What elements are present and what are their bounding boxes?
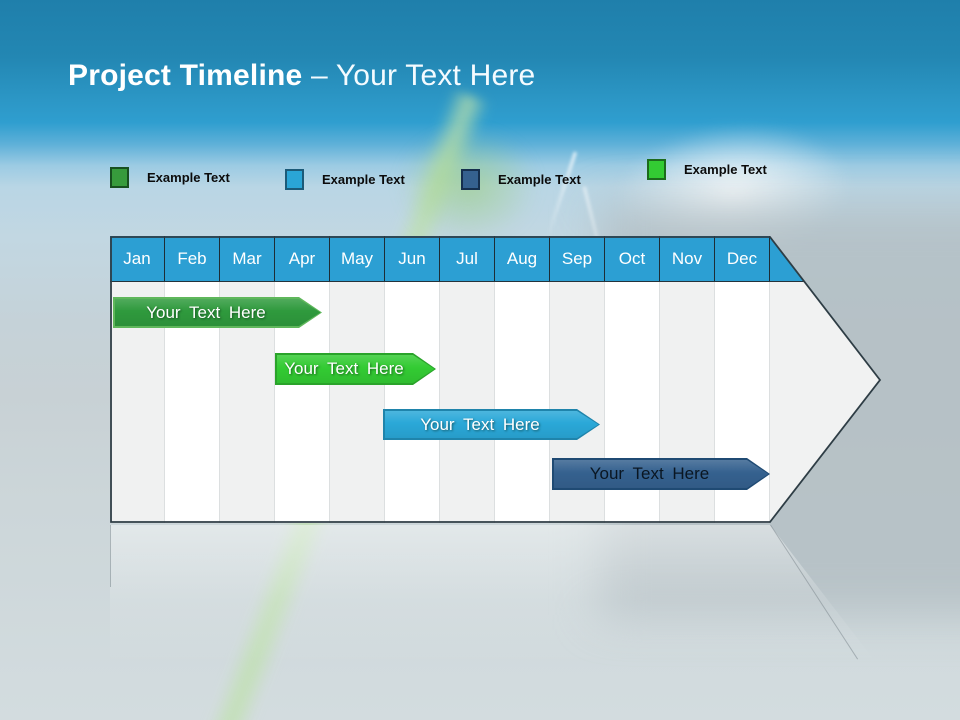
task-bar-label: Your Text Here — [589, 464, 710, 483]
timeline-arrow-chart: Jan Feb Mar Apr May Jun Jul Aug Sep Oct … — [110, 236, 882, 524]
legend-item-4[interactable]: Example Text — [647, 159, 767, 180]
reflection-edge-line — [110, 525, 111, 587]
month-cell-feb[interactable]: Feb — [165, 236, 220, 281]
legend-label: Example Text — [498, 172, 581, 187]
task-bar-3[interactable]: Your Text Here — [383, 409, 600, 440]
month-cell-jul[interactable]: Jul — [440, 236, 495, 281]
month-cell-nov[interactable]: Nov — [660, 236, 715, 281]
title-main-text: Project Timeline — [68, 59, 303, 92]
task-bar-4[interactable]: Your Text Here — [552, 458, 770, 490]
legend-swatch-brightgreen — [647, 159, 666, 180]
month-cell-oct[interactable]: Oct — [605, 236, 660, 281]
task-bar-1[interactable]: Your Text Here — [113, 297, 322, 328]
timeline-body: Jan Feb Mar Apr May Jun Jul Aug Sep Oct … — [110, 236, 881, 523]
column-aug — [495, 282, 550, 523]
legend-label: Example Text — [322, 172, 405, 187]
month-cell-may[interactable]: May — [330, 236, 385, 281]
column-may — [330, 282, 385, 523]
legend-item-3[interactable]: Example Text — [461, 169, 581, 190]
legend-label: Example Text — [147, 170, 230, 185]
legend-swatch-green — [110, 167, 129, 188]
lightning-graphic — [546, 151, 577, 239]
legend-item-1[interactable]: Example Text — [110, 167, 230, 188]
title-placeholder-text: – Your Text Here — [310, 59, 536, 92]
month-cell-dec[interactable]: Dec — [715, 236, 770, 281]
legend-label: Example Text — [684, 162, 767, 177]
task-bar-2[interactable]: Your Text Here — [275, 353, 436, 385]
task-bar-label: Your Text Here — [420, 414, 540, 434]
month-cell-jun[interactable]: Jun — [385, 236, 440, 281]
task-bar-label: Your Text Here — [284, 359, 404, 378]
month-cell-sep[interactable]: Sep — [550, 236, 605, 281]
slide-title[interactable]: Project Timeline – Your Text Here — [68, 59, 535, 93]
month-cell-jan[interactable]: Jan — [110, 236, 165, 281]
month-cell-mar[interactable]: Mar — [220, 236, 275, 281]
legend-item-2[interactable]: Example Text — [285, 169, 405, 190]
column-jun — [385, 282, 440, 523]
column-jul — [440, 282, 495, 523]
legend-swatch-lightblue — [285, 169, 304, 190]
task-bar-label: Your Text Here — [146, 302, 266, 322]
legend-swatch-steelblue — [461, 169, 480, 190]
month-cell-aug[interactable]: Aug — [495, 236, 550, 281]
month-cell-apr[interactable]: Apr — [275, 236, 330, 281]
